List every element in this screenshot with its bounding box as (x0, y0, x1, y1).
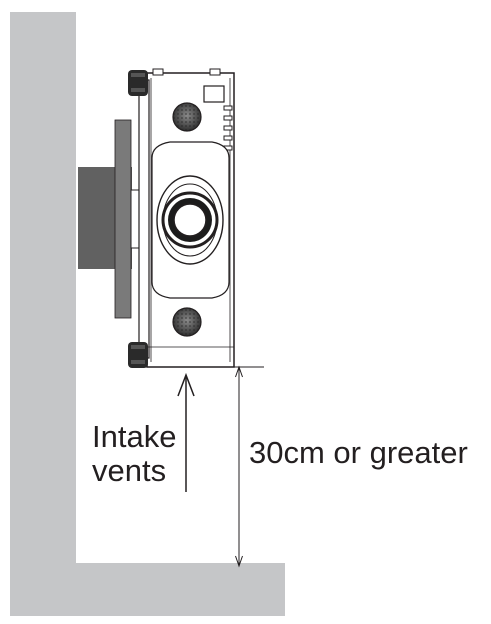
floor (10, 563, 285, 616)
clearance-label: 30cm or greater (249, 435, 468, 470)
wall (10, 12, 285, 616)
indicator-leds (223, 105, 233, 151)
wall-vertical (10, 12, 76, 616)
projector-foot-icon (128, 70, 148, 96)
projector (128, 68, 235, 368)
projector-side-panel (138, 79, 150, 359)
intake-vents-label-line2: vents (92, 453, 167, 488)
top-latch (209, 68, 221, 76)
speaker-grille-icon (172, 102, 202, 132)
wall-mount-bracket (78, 119, 146, 319)
intake-vents-label-line1: Intake (92, 419, 177, 454)
speaker-grille-icon (172, 307, 202, 337)
upward-arrow-icon (177, 372, 195, 492)
projector-lens-icon (151, 141, 230, 299)
mount-arm (114, 119, 132, 319)
top-latch (152, 68, 164, 76)
projector-foot-icon (128, 342, 148, 368)
dimension-line-icon (234, 365, 264, 568)
control-panel (203, 85, 225, 103)
